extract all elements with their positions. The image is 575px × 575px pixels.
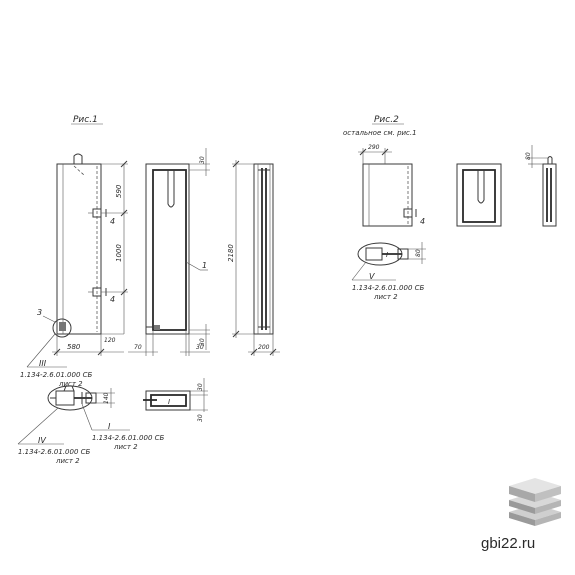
fig1-item-mark-1: 1 bbox=[202, 261, 207, 270]
fig1-dim-1000: 1000 bbox=[115, 244, 123, 262]
fig1-panel-outline bbox=[56, 163, 102, 335]
fig1-section-label: I bbox=[168, 398, 170, 406]
fig1-side-outline bbox=[253, 163, 274, 335]
fig1-section-mark-4a: 4 bbox=[110, 217, 115, 226]
fig1-frame-corner bbox=[154, 325, 160, 330]
fig1-dim-590: 590 bbox=[115, 184, 123, 198]
fig1-lifting-loop bbox=[73, 153, 83, 164]
fig1-node-ref: 1.134-2.6.01.000 СБ bbox=[20, 371, 93, 379]
fig1-callout-i: I bbox=[108, 422, 111, 431]
fig2-embed bbox=[403, 208, 413, 218]
fig2-callout-leader bbox=[351, 261, 367, 281]
fig1-detail-box bbox=[85, 392, 97, 404]
fig1-callout-iv-sheet: лист 2 bbox=[55, 457, 80, 465]
fig1-detail-dim-140: 140 bbox=[103, 392, 110, 404]
fig2-callout-ref: 1.134-2.6.01.000 СБ bbox=[352, 284, 425, 292]
fig2-side-loop bbox=[547, 156, 553, 164]
fig2-node-detail: I 80 V 1.134-2.6.01.000 СБ лист 2 bbox=[351, 242, 426, 301]
fig1-dim-120: 120 bbox=[104, 337, 116, 344]
fig2-callout-sheet: лист 2 bbox=[373, 293, 398, 301]
fig2-frame-loop bbox=[477, 170, 485, 204]
fig1-callout-iv-ref: 1.134-2.6.01.000 СБ bbox=[18, 448, 91, 456]
fig1-side-dim-200: 200 bbox=[258, 344, 270, 351]
fig1-tick-5 bbox=[97, 348, 105, 356]
logo-slab-bottom-right bbox=[535, 512, 561, 526]
fig2-side-dim-80: 80 bbox=[525, 152, 532, 160]
fig1-frame-view: 1 30 30 70 30 bbox=[128, 148, 210, 356]
figure-2: Рис.2 остальное см. рис.1 290 4 bbox=[343, 115, 557, 301]
fig1-node-leader bbox=[42, 315, 56, 323]
fig1-section-dim-bot: 30 bbox=[197, 414, 204, 422]
fig2-section-mark-4: 4 bbox=[420, 217, 425, 226]
fig1-node-hatch bbox=[59, 322, 66, 331]
fig1-node-mark-3: 3 bbox=[37, 308, 42, 317]
figure-2-title: Рис.2 bbox=[374, 115, 399, 125]
fig1-frame-dim-30-top: 30 bbox=[199, 156, 206, 164]
fig1-node-label-iii: III bbox=[39, 359, 47, 368]
fig1-callout-i-leader bbox=[81, 403, 93, 431]
fig1-callout-i-ref: 1.134-2.6.01.000 СБ bbox=[92, 434, 165, 442]
fig2-rebar-cage bbox=[462, 169, 496, 223]
fig2-frame-outline bbox=[456, 163, 502, 227]
fig1-node-sheet: лист 2 bbox=[58, 380, 83, 388]
fig1-section: I 30 30 bbox=[143, 378, 208, 422]
fig1-frame-loop bbox=[167, 170, 175, 208]
fig1-callout-iv-leader bbox=[17, 407, 59, 445]
fig1-callout-i-sheet: лист 2 bbox=[113, 443, 138, 451]
fig1-side-view: 2180 200 bbox=[227, 160, 280, 356]
fig2-elevation: 290 4 bbox=[358, 144, 425, 227]
fig1-section-mark-4b: 4 bbox=[110, 295, 115, 304]
fig1-tick-2 bbox=[120, 209, 128, 217]
figure-1: Рис.1 3 4 4 bbox=[17, 115, 280, 465]
fig2-dim-290: 290 bbox=[368, 144, 380, 151]
fig1-side-tick-3 bbox=[250, 348, 258, 356]
figure-1-title: Рис.1 bbox=[73, 115, 98, 125]
logo-slab-top-right bbox=[535, 486, 561, 502]
fig1-node-detail: 140 IV 1.134-2.6.01.000 СБ лист 2 I 1.13… bbox=[17, 385, 165, 465]
fig2-side-outline bbox=[542, 163, 557, 227]
fig1-side-tick-2 bbox=[232, 330, 240, 338]
fig1-detail-lug bbox=[63, 385, 75, 392]
logo-slab-top-left bbox=[509, 486, 535, 502]
fig1-side-tick-1 bbox=[232, 160, 240, 168]
fig2-callout-v: V bbox=[369, 272, 375, 281]
fig2-detail-dim-80: 80 bbox=[415, 249, 422, 257]
fig1-detail-plate bbox=[55, 390, 75, 406]
fig2-tick-1 bbox=[359, 148, 367, 156]
logo-slab-mid-left bbox=[509, 500, 535, 514]
fig2-detail-plate bbox=[365, 247, 383, 261]
fig1-frame-outline bbox=[145, 163, 190, 335]
fig1-rebar-cage bbox=[152, 169, 187, 331]
fig2-detail-label: I bbox=[386, 251, 388, 259]
fig1-callout-leader bbox=[26, 333, 56, 368]
logo-slab-mid-right bbox=[535, 500, 561, 514]
fig1-loop-anchor bbox=[73, 165, 85, 176]
fig1-frame-dim-30-bot: 30 bbox=[199, 338, 206, 346]
fig1-frame-dim-70: 70 bbox=[134, 344, 142, 351]
fig1-frame-dim-30-right: 30 bbox=[196, 344, 204, 351]
fig1-node-circle bbox=[52, 318, 72, 338]
fig1-side-tick-4 bbox=[269, 348, 277, 356]
fig2-frame-view bbox=[456, 163, 502, 227]
fig1-dim-580: 580 bbox=[67, 343, 81, 351]
fig1-tick-4 bbox=[53, 348, 61, 356]
site-logo-icon bbox=[509, 478, 561, 526]
logo-stack bbox=[509, 478, 561, 526]
fig2-detail-box bbox=[397, 248, 409, 260]
logo-slab-bottom-left bbox=[509, 512, 535, 526]
fig1-elevation: 3 4 4 590 1000 580 bbox=[20, 153, 128, 388]
fig1-tick-1 bbox=[120, 160, 128, 168]
fig2-tick-2 bbox=[381, 148, 389, 156]
fig2-side-view: 80 bbox=[525, 145, 557, 227]
fig1-tick-3 bbox=[120, 288, 128, 296]
site-name: gbi22.ru bbox=[481, 535, 536, 552]
fig1-section-dim-top: 30 bbox=[197, 383, 204, 391]
figure-2-subtitle: остальное см. рис.1 bbox=[343, 129, 417, 137]
fig1-callout-iv: IV bbox=[38, 436, 46, 445]
fig1-side-dim-2180: 2180 bbox=[227, 244, 235, 262]
fig1-item-leader bbox=[185, 261, 201, 271]
fig2-panel-outline bbox=[362, 163, 413, 227]
